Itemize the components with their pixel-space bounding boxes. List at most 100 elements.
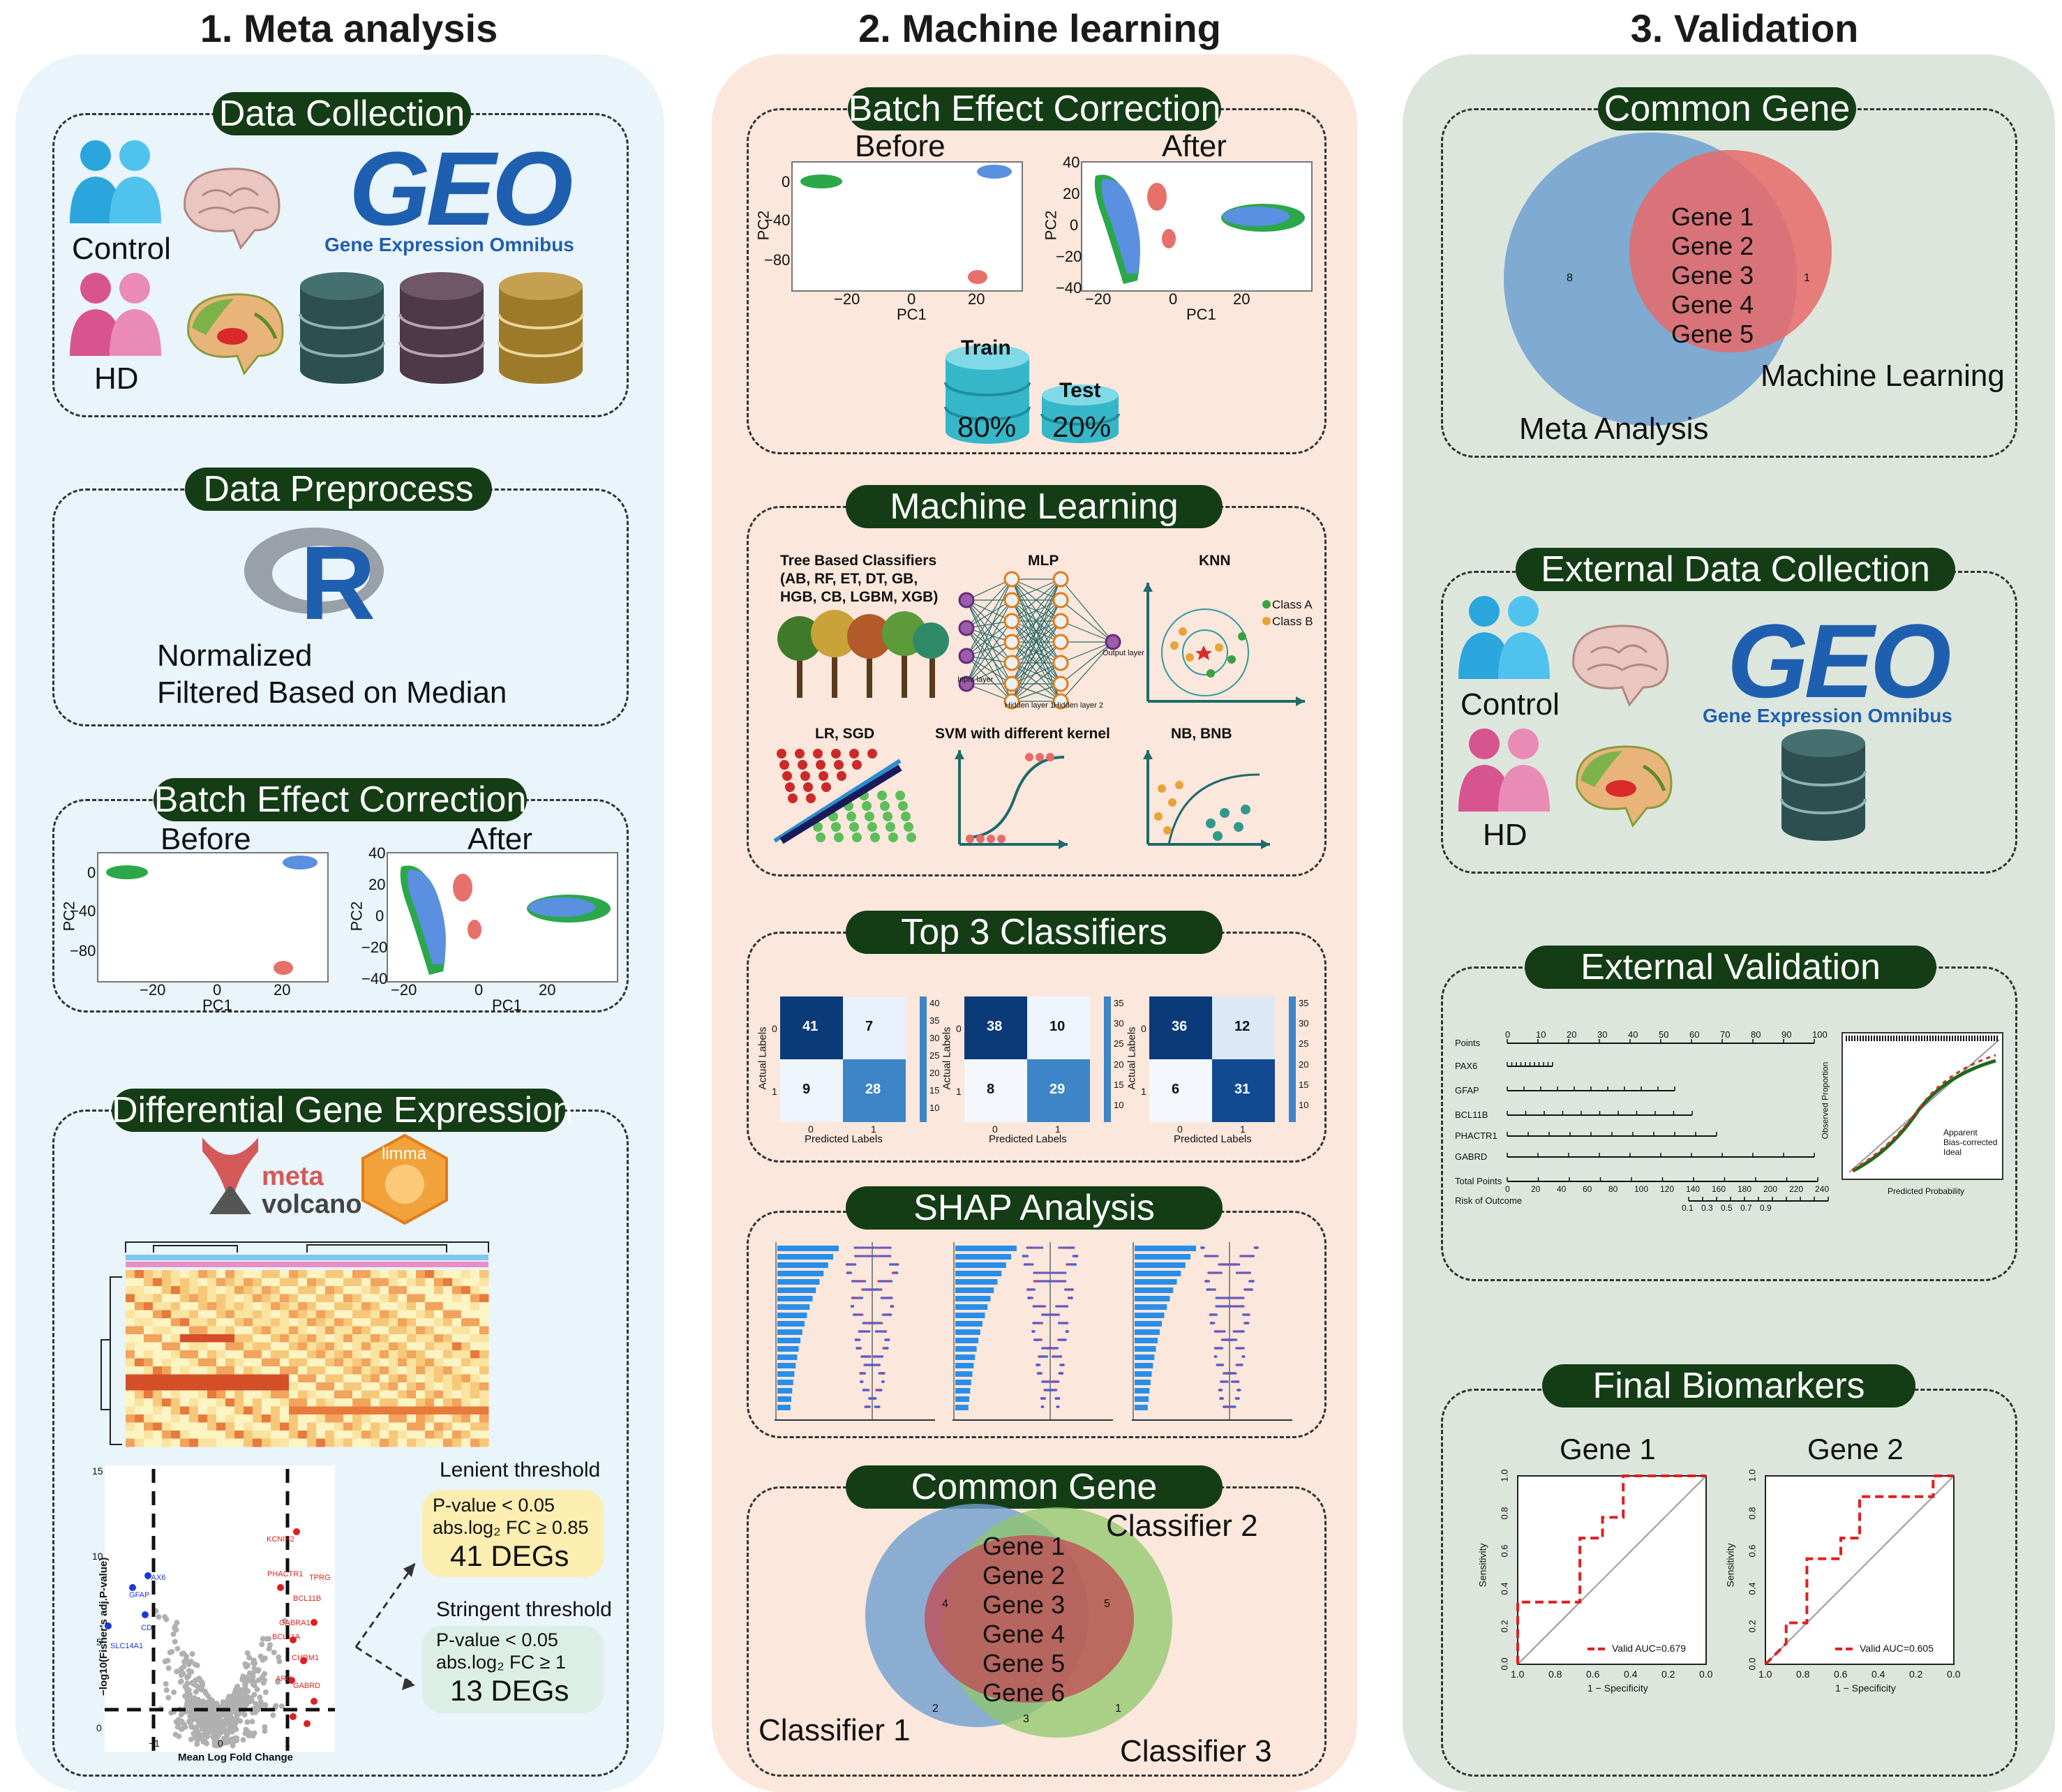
control-people-icon <box>70 140 161 223</box>
heatmap-cell <box>180 1374 190 1383</box>
heatmap-cell <box>325 1294 335 1303</box>
heatmap-cell <box>407 1278 417 1287</box>
shap-point <box>885 1246 888 1249</box>
shap-point <box>1066 1305 1069 1308</box>
heatmap-cell <box>307 1334 317 1343</box>
heatmap-cell <box>262 1374 271 1383</box>
heatmap-cell <box>425 1398 435 1407</box>
mlp-hidden2: Hidden layer 2 <box>1054 701 1103 710</box>
pca-before-plot-2 <box>791 161 1023 292</box>
heatmap-cell <box>198 1342 208 1351</box>
lr-point-red <box>831 749 841 759</box>
volcano-gene-up: ARC <box>276 1675 292 1683</box>
shap-point <box>1033 1271 1036 1274</box>
heatmap-cell <box>180 1326 190 1335</box>
heatmap-cell <box>198 1358 208 1367</box>
heatmap-cell <box>479 1342 489 1351</box>
shap-point <box>856 1246 858 1249</box>
heatmap-cell <box>153 1318 163 1327</box>
shap-point <box>1032 1305 1036 1308</box>
heatmap-cell <box>135 1310 144 1319</box>
confusion-scale-tick: 25 <box>1299 1038 1309 1050</box>
shap-bar <box>1135 1321 1162 1327</box>
heatmap-cell <box>479 1286 489 1294</box>
shap-point <box>1225 1297 1228 1299</box>
shap-point <box>1056 1380 1060 1383</box>
heatmap-cell <box>216 1438 226 1447</box>
shap-point <box>1248 1280 1251 1283</box>
nomogram-total-tick: 20 <box>1531 1184 1541 1194</box>
heatmap-cell <box>171 1414 181 1423</box>
shap-point <box>1255 1246 1258 1249</box>
nomogram-points-tick: 40 <box>1628 1029 1638 1040</box>
shap-point <box>1055 1280 1058 1283</box>
heatmap-cell <box>207 1422 217 1431</box>
heatmap-cell <box>325 1358 335 1367</box>
heatmap-cell <box>225 1422 235 1431</box>
heatmap-cell <box>470 1270 480 1278</box>
shap-point <box>890 1280 893 1283</box>
shap-point <box>870 1255 874 1257</box>
shap-point <box>1235 1347 1238 1350</box>
mlp-node <box>1003 675 1020 692</box>
heatmap-cell <box>244 1342 253 1351</box>
heatmap-cell <box>389 1358 398 1367</box>
heatmap-cell <box>189 1286 199 1294</box>
shap-bar <box>777 1313 807 1318</box>
heatmap-cell <box>126 1366 135 1375</box>
roc-title: Gene 2 <box>1807 1433 1904 1465</box>
heatmap-cell <box>398 1422 408 1431</box>
pill-batch-effect-2: Batch Effect Correction <box>848 87 1221 130</box>
lr-point-red <box>821 782 831 792</box>
heatmap-cell <box>343 1294 353 1303</box>
heatmap-cell <box>216 1334 226 1343</box>
heatmap-cell <box>216 1318 226 1327</box>
heatmap-cell <box>470 1294 480 1303</box>
shap-point <box>1206 1288 1209 1291</box>
classifier3-label: Classifier 3 <box>1120 1734 1272 1768</box>
heatmap-cell <box>153 1326 163 1335</box>
shap-point <box>1222 1405 1225 1408</box>
database-icon-gold <box>498 272 584 384</box>
heatmap-cell <box>198 1398 208 1407</box>
shap-point <box>1045 1355 1049 1358</box>
heatmap-cell <box>407 1422 417 1431</box>
shap-point <box>1241 1271 1244 1274</box>
shap-point <box>1241 1364 1243 1366</box>
heatmap-cell <box>207 1318 217 1327</box>
nb-icon <box>1143 750 1270 849</box>
roc-xtick: 0.0 <box>1699 1668 1713 1680</box>
heatmap-cell <box>371 1326 380 1335</box>
heatmap-cell <box>144 1342 154 1351</box>
confusion-cell <box>843 1059 906 1122</box>
heatmap-cell <box>171 1382 181 1391</box>
heatmap-cell <box>207 1310 217 1319</box>
heatmap-cell <box>371 1302 380 1311</box>
shap-bar <box>777 1346 799 1352</box>
confusion-xtick: 0 <box>808 1123 814 1135</box>
volcano-point <box>232 1717 238 1723</box>
heatmap-cell <box>162 1431 172 1439</box>
lenient-pvalue: P-value < 0.05 <box>433 1495 555 1516</box>
roc-xtick: 0.2 <box>1909 1668 1923 1680</box>
heatmap-cell <box>153 1414 163 1423</box>
pca-after-plot-1 <box>387 852 618 983</box>
heatmap-cell <box>280 1334 290 1343</box>
shap-point <box>860 1380 863 1383</box>
heatmap-cell <box>144 1366 154 1375</box>
venn2-gene: Gene 4 <box>1671 290 1754 319</box>
volcano-point <box>200 1698 207 1704</box>
volcano-point <box>195 1698 201 1704</box>
shap-point <box>1216 1271 1219 1274</box>
heatmap-cell <box>361 1278 371 1287</box>
heatmap-cell <box>153 1350 163 1359</box>
heatmap-cell <box>144 1278 154 1287</box>
shap-point <box>1038 1364 1041 1366</box>
shap-point <box>1040 1271 1043 1274</box>
heatmap-cell <box>298 1342 308 1351</box>
heatmap-cell <box>162 1286 172 1294</box>
roc-curve <box>1764 1474 1954 1666</box>
shap-point <box>1038 1246 1042 1249</box>
pca2-ylabel: PC2 <box>348 901 366 932</box>
volcano-point <box>260 1636 266 1642</box>
